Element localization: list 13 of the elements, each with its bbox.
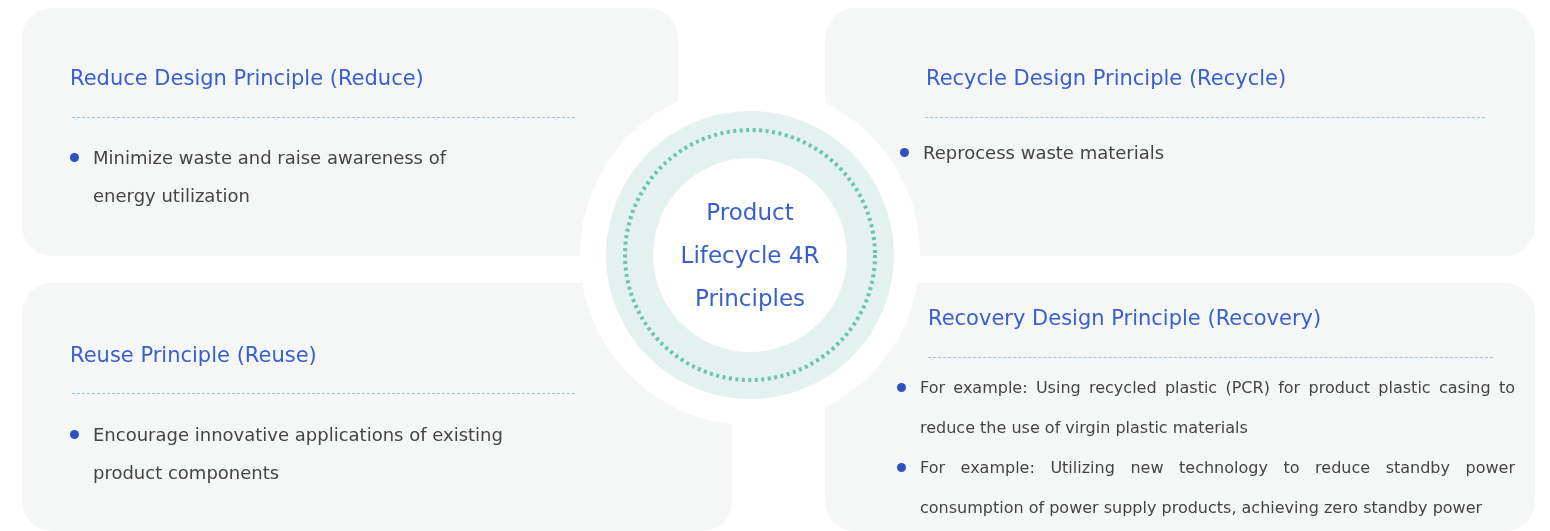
- principle-card: [22, 8, 678, 256]
- bullet-item: Encourage innovative applications of existing product components: [70, 416, 570, 492]
- principle-card: [825, 283, 1535, 531]
- center-title: Product Lifecycle 4R Principles: [679, 197, 821, 313]
- card-heading: Recycle Design Principle (Recycle): [926, 66, 1287, 90]
- principle-card: [825, 8, 1535, 256]
- bullet-item: For example: Using recycled plastic (PCR) for product plastic casing to reduce the use of virgin plastic materials: [897, 368, 1515, 448]
- card-heading: Recovery Design Principle (Recovery): [928, 306, 1322, 330]
- card-heading: Reduce Design Principle (Reduce): [70, 66, 424, 90]
- bullet-item: Minimize waste and raise awareness of energy utilization: [70, 139, 510, 215]
- bullet-item: Reprocess waste materials: [900, 134, 1400, 172]
- bullet-item: For example: Utilizing new technology to reduce standby power consumption of power supply products, achieving zero standby power: [897, 448, 1515, 528]
- card-heading: Reuse Principle (Reuse): [70, 343, 317, 367]
